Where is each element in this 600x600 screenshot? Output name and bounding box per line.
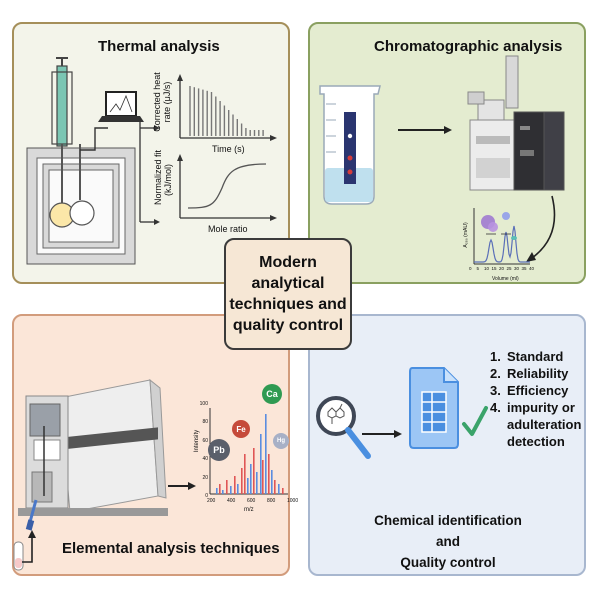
central-title-line: Modern [259, 254, 317, 271]
checkmark-icon [462, 406, 488, 436]
tick-label: 800 [267, 498, 276, 504]
central-title-line: techniques and [229, 296, 347, 313]
heat-rate-plot [177, 74, 277, 141]
chemical-identification-caption: Chemical identification and Quality cont… [374, 513, 522, 570]
spectrum-bar [278, 484, 280, 494]
tick-label: 40 [529, 266, 535, 271]
chromatogram-plot [473, 208, 530, 265]
tick-label: 60 [202, 437, 208, 444]
criteria-item: detection [507, 434, 565, 449]
tick-label: 20 [499, 266, 505, 271]
spectrum-bar [244, 454, 246, 494]
spectrum-bar [219, 484, 221, 494]
tick-label: 1000 [287, 498, 299, 504]
spectrum-bar [226, 480, 228, 494]
spectrum-bar [256, 472, 258, 494]
chromatographic-analysis-title: Chromatographic analysis [374, 38, 563, 55]
criteria-item: 4.impurity or [490, 400, 575, 415]
normalized-fit-ylabel: Normalized fit(kJ/mol) [153, 149, 173, 205]
tick-label: 80 [202, 419, 208, 426]
chromatography-illustration [319, 55, 565, 262]
chromatogram-ylabel: A₂₈₀ (mAU) [463, 222, 469, 248]
criteria-item: 1.Standard [490, 349, 564, 364]
tick-label: 200 [207, 498, 216, 504]
central-title-line: analytical [251, 275, 325, 292]
spectrum-bar [274, 480, 276, 494]
central-title-line: quality control [232, 317, 344, 334]
spectrum-bar [260, 434, 262, 494]
spectrum-bar [222, 490, 224, 494]
chromatogram-xlabel: Volume (ml) [492, 276, 519, 282]
spectrum-bar [268, 454, 270, 494]
mass-spectrum-yticks: 100 80 60 40 20 0 [198, 401, 208, 499]
element-badge-fe: Fe [232, 420, 250, 438]
tick-label: 600 [247, 498, 256, 504]
tick-label: 20 [202, 474, 208, 481]
document-icon [409, 367, 459, 449]
heat-rate-xlabel: Time (s) [212, 144, 245, 154]
chemical-identification-illustration [316, 396, 402, 459]
tick-label: 15 [491, 266, 497, 271]
tick-label: 5 [476, 266, 480, 271]
tick-label: 25 [506, 266, 512, 271]
mass-spectrum-plot [209, 408, 288, 495]
spectrum-bar [241, 468, 243, 494]
tick-label: 0 [469, 266, 472, 271]
tick-label: 30 [514, 266, 520, 271]
spectrum-bar [262, 460, 264, 494]
criteria-item: 3.Efficiency [490, 383, 569, 398]
mass-spectrum-ylabel: Intensity [194, 429, 200, 453]
tick-label: 35 [521, 266, 527, 271]
element-badge-ca: Ca [262, 384, 282, 404]
elemental-analysis-title: Elemental analysis techniques [62, 540, 280, 557]
spectrum-bar [265, 414, 267, 494]
criteria-item: 2.Reliability [490, 366, 569, 381]
spectrum-bar [253, 448, 255, 494]
tick-label: 400 [227, 498, 236, 504]
element-badge-hg: Hg [273, 433, 289, 449]
tick-label: 100 [199, 401, 208, 407]
normalized-fit-plot [177, 154, 277, 221]
spectrum-bar [216, 488, 218, 494]
element-badge-pb: Pb [208, 439, 230, 461]
spectrum-bar [271, 470, 273, 494]
spectrum-bar [237, 484, 239, 494]
mass-spectrum-xlabel: m/z [244, 507, 254, 513]
mass-spectrum-xticks: 200 400 600 800 1000 [207, 498, 298, 506]
spectrum-bar [250, 464, 252, 494]
central-title-box: Modern analytical techniques and quality… [224, 238, 352, 350]
normalized-fit-xlabel: Mole ratio [208, 224, 248, 234]
tick-label: 40 [202, 456, 208, 463]
tick-label: 10 [484, 266, 490, 271]
spectrum-bar [230, 486, 232, 494]
tick-label: 0 [205, 493, 208, 499]
spectrum-bar [234, 476, 236, 494]
quality-criteria-list: 1.Standard 2.Reliability 3.Efficiency 4.… [490, 348, 581, 450]
icp-ms-instrument-illustration [13, 378, 196, 571]
criteria-item: adulteration [507, 417, 582, 432]
spectrum-bar [247, 478, 249, 494]
spectrum-bar [282, 488, 284, 494]
thermal-analysis-title: Thermal analysis [98, 38, 220, 55]
calorimeter-illustration [26, 57, 160, 265]
